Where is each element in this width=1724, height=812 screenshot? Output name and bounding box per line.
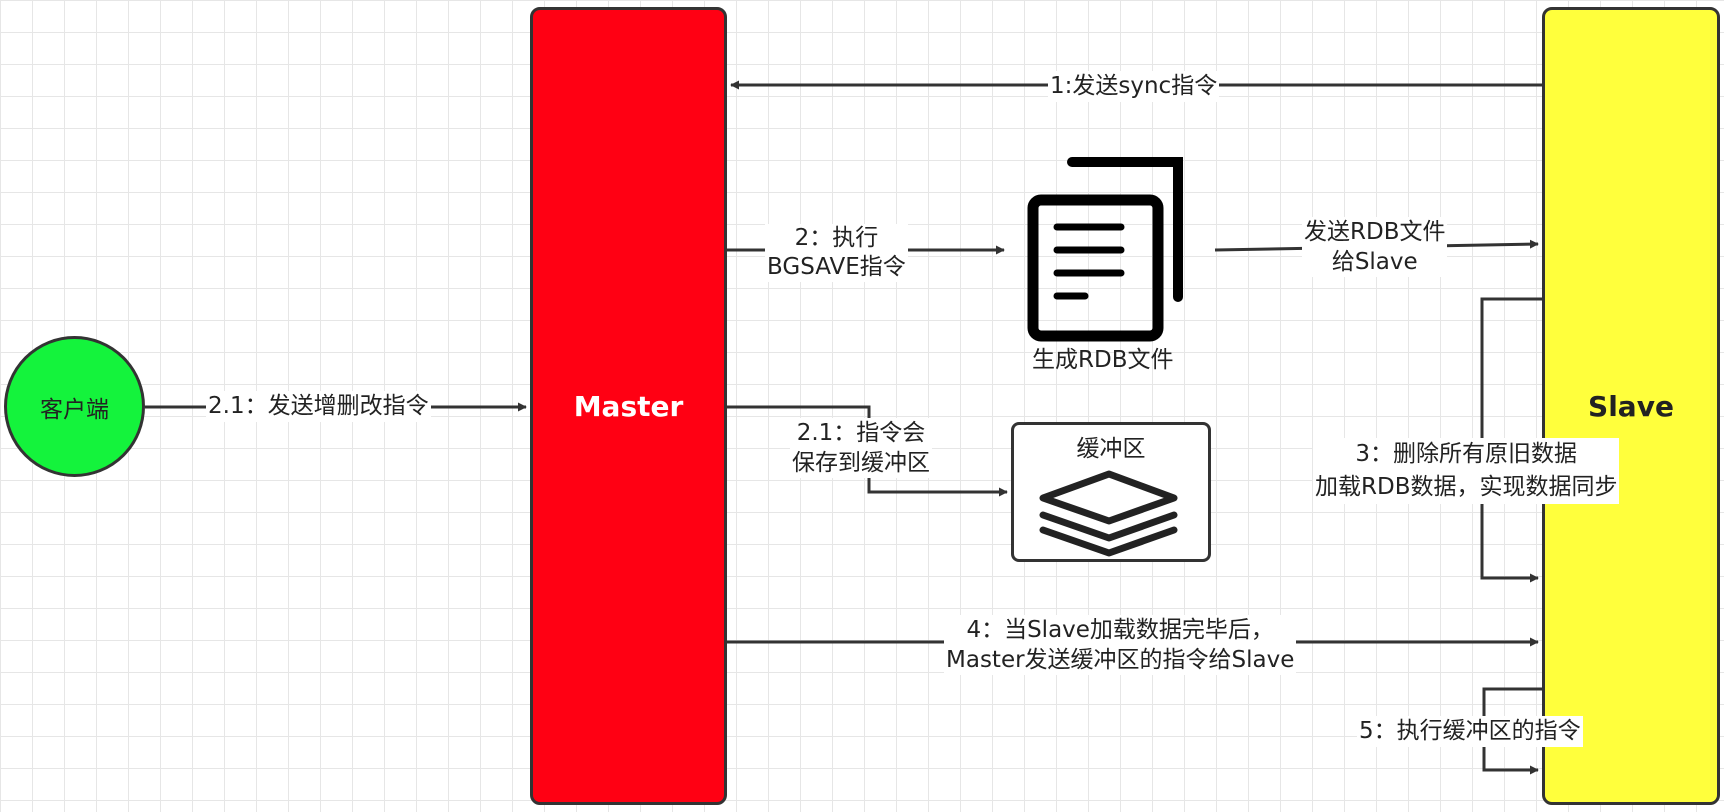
label-step3: 3：删除所有原旧数据 加载RDB数据，实现数据同步 xyxy=(1313,438,1620,504)
label-send-rdb-line1: 发送RDB文件 xyxy=(1304,219,1446,245)
buffer-node: 缓冲区 xyxy=(1011,422,1211,562)
master-node: Master xyxy=(530,7,727,805)
documents-icon xyxy=(1027,157,1183,342)
slave-node: Slave xyxy=(1542,7,1720,805)
label-step4: 4：当Slave加载数据完毕后， Master发送缓冲区的指令给Slave xyxy=(944,615,1297,675)
label-buffer-save-line2: 保存到缓冲区 xyxy=(792,450,930,476)
label-buffer-save-line1: 2.1：指令会 xyxy=(796,420,926,446)
label-step4-line2: Master发送缓冲区的指令给Slave xyxy=(946,647,1295,673)
label-step3-line1: 3：删除所有原旧数据 xyxy=(1355,441,1578,467)
buffer-label: 缓冲区 xyxy=(1076,436,1146,462)
label-step2-line2: BGSAVE指令 xyxy=(767,254,906,280)
label-step4-line1: 4：当Slave加载数据完毕后， xyxy=(966,617,1274,643)
client-node: 客户端 xyxy=(4,336,145,477)
label-buffer-save: 2.1：指令会 保存到缓冲区 xyxy=(790,418,932,478)
layers-icon xyxy=(1039,470,1178,557)
label-step5: 5：执行缓冲区的指令 xyxy=(1357,716,1583,747)
client-label: 客户端 xyxy=(40,396,109,423)
master-label: Master xyxy=(573,389,684,423)
label-rdb-file: 生成RDB文件 xyxy=(1032,347,1174,373)
label-client-send: 2.1：发送增删改指令 xyxy=(206,391,431,422)
label-send-rdb: 发送RDB文件 给Slave xyxy=(1302,217,1448,277)
label-step3-line2: 加载RDB数据，实现数据同步 xyxy=(1315,474,1618,500)
label-step2: 2：执行 BGSAVE指令 xyxy=(765,224,908,282)
label-step2-line1: 2：执行 xyxy=(794,225,879,251)
label-step1: 1:发送sync指令 xyxy=(1048,71,1220,102)
slave-label: Slave xyxy=(1588,389,1674,423)
label-send-rdb-line2: 给Slave xyxy=(1331,249,1418,275)
